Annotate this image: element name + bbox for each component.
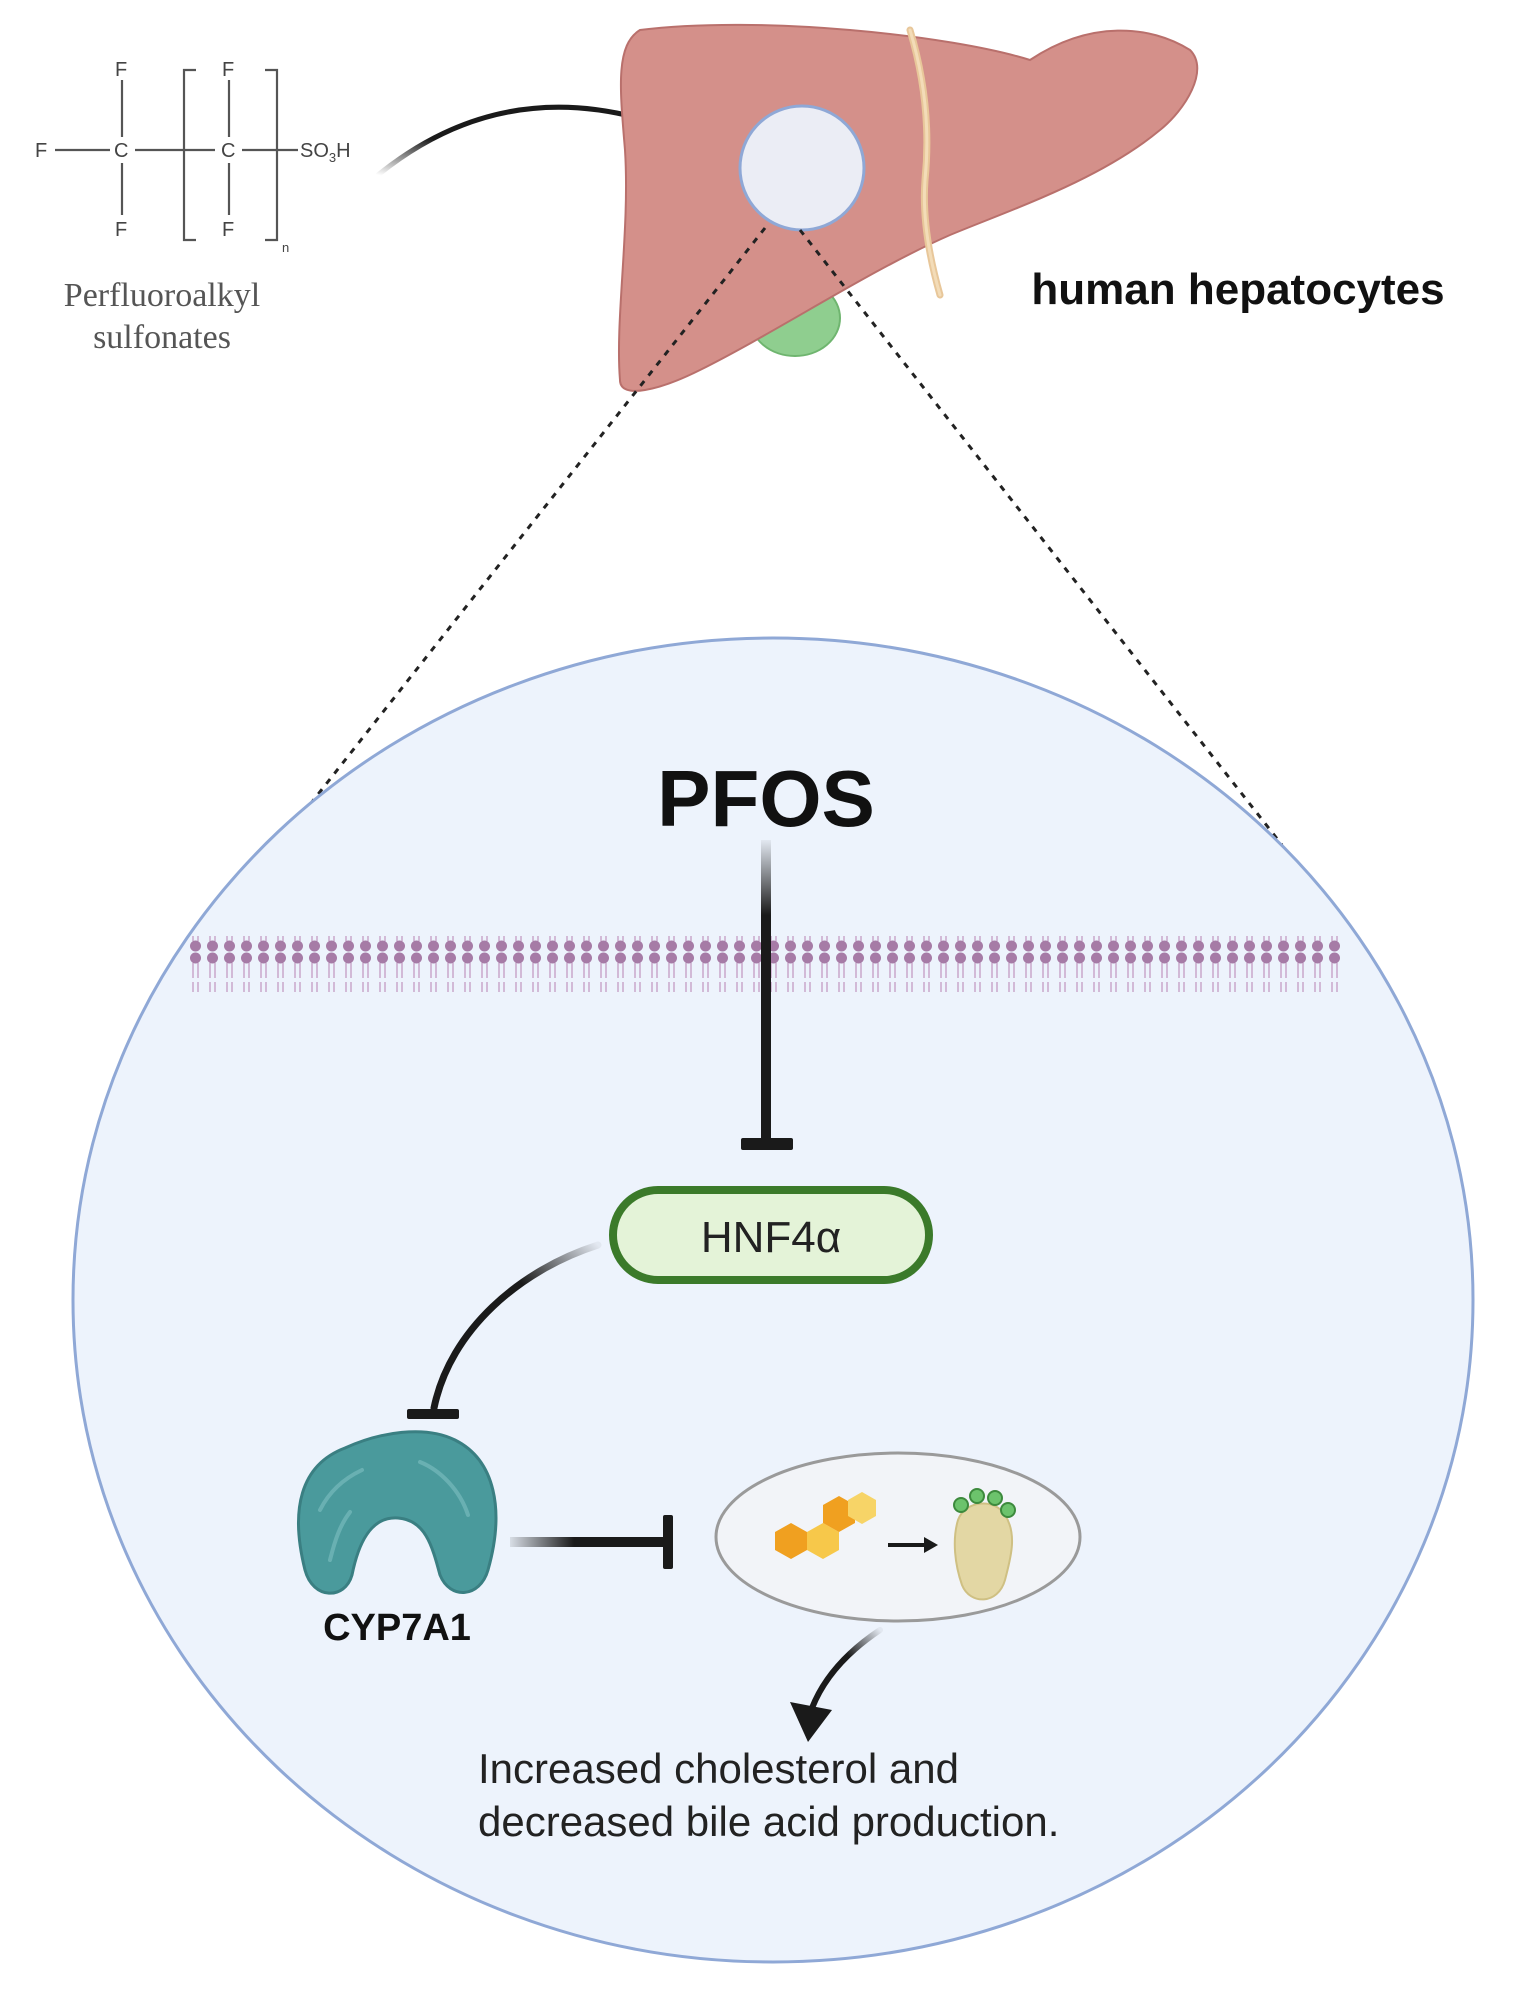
outcome-line2: decreased bile acid production. <box>478 1798 1059 1845</box>
inhibition-bar <box>407 1409 459 1419</box>
cyp7a1-inhibition-arrow <box>510 1515 673 1569</box>
atom-carbon-1: C <box>114 140 128 162</box>
chemical-name-line1: Perfluoroalkyl <box>64 277 260 314</box>
pfos-label: PFOS <box>657 754 875 843</box>
outcome-arrow <box>790 1627 883 1742</box>
chemical-atoms: F F F F F C C SO3H n <box>35 59 351 255</box>
cholesterol-to-bile-acid-process <box>714 1451 1082 1623</box>
hnf4a-node: HNF4α <box>609 1186 933 1284</box>
cholesterol-icon <box>775 1492 876 1559</box>
liver-body <box>617 23 1199 392</box>
zoom-lines <box>276 227 1284 846</box>
inhibition-bar <box>741 1138 793 1150</box>
conversion-arrow <box>888 1537 938 1553</box>
atom-f-left: F <box>35 140 47 162</box>
organ-label: human hepatocytes <box>1031 265 1444 314</box>
bracket-left <box>182 68 196 242</box>
inhibition-bar <box>663 1515 673 1569</box>
hepatocyte-zoom-circle <box>738 104 866 232</box>
chemical-name-line2: sulfonates <box>93 319 231 356</box>
atom-f-bottom-1: F <box>115 219 127 241</box>
cyp7a1-label: CYP7A1 <box>323 1607 471 1649</box>
cyp7a1-protein-icon <box>297 1430 498 1595</box>
repeat-subscript: n <box>282 240 289 255</box>
bracket-right <box>265 68 279 242</box>
hnf4a-inhibition-arrow <box>407 1241 602 1419</box>
atom-carbon-2: C <box>221 140 235 162</box>
chemical-structure <box>55 68 298 242</box>
liver-illustration <box>617 23 1199 392</box>
outcome-line1: Increased cholesterol and <box>478 1745 959 1792</box>
atom-f-bottom-2: F <box>222 219 234 241</box>
atom-f-top-2: F <box>222 59 234 81</box>
hnf4a-label: HNF4α <box>701 1213 841 1262</box>
pfos-inhibition-arrow <box>741 840 793 1150</box>
group-so3h: SO3H <box>300 140 351 165</box>
bile-acid-icon <box>953 1488 1016 1601</box>
atom-f-top-1: F <box>115 59 127 81</box>
